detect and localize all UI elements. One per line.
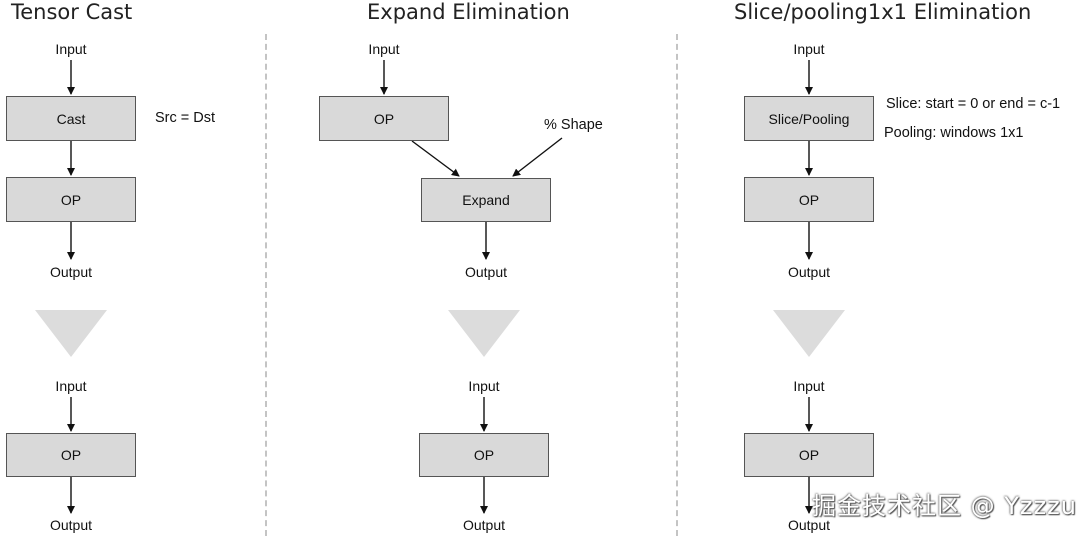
panel-divider	[265, 34, 267, 536]
input-label: Input	[368, 41, 400, 57]
arrow	[411, 140, 460, 177]
panel-title: Tensor Cast	[11, 0, 133, 24]
output-label: Output	[787, 264, 831, 280]
op-node: OP	[744, 177, 874, 222]
condition-note: Src = Dst	[155, 110, 216, 126]
op-node: OP	[319, 96, 449, 141]
pooling-condition-note: Pooling: windows 1x1	[884, 125, 1024, 141]
arrow	[512, 137, 563, 177]
cast-node: Cast	[6, 96, 136, 141]
output-label: Output	[787, 517, 831, 533]
op-node: OP	[6, 177, 136, 222]
panel-title: Expand Elimination	[367, 0, 570, 24]
panel-divider	[676, 34, 678, 536]
shape-note: % Shape	[544, 117, 603, 133]
expand-node: Expand	[421, 178, 551, 222]
input-label: Input	[55, 378, 87, 394]
op-node: OP	[6, 433, 136, 477]
slice-condition-note: Slice: start = 0 or end = c-1	[886, 96, 1061, 112]
slice-pooling-node: Slice/Pooling	[744, 96, 874, 141]
output-label: Output	[49, 517, 93, 533]
input-label: Input	[468, 378, 500, 394]
input-label: Input	[55, 41, 87, 57]
output-label: Output	[464, 264, 508, 280]
transform-arrow	[35, 310, 107, 357]
transform-arrow	[773, 310, 845, 357]
op-node: OP	[744, 433, 874, 477]
transform-arrow	[448, 310, 520, 357]
input-label: Input	[793, 378, 825, 394]
op-node: OP	[419, 433, 549, 477]
output-label: Output	[49, 264, 93, 280]
watermark: 掘金技术社区 @ Yzzzu	[812, 492, 1077, 520]
output-label: Output	[462, 517, 506, 533]
input-label: Input	[793, 41, 825, 57]
panel-title: Slice/pooling1x1 Elimination	[734, 0, 1032, 24]
